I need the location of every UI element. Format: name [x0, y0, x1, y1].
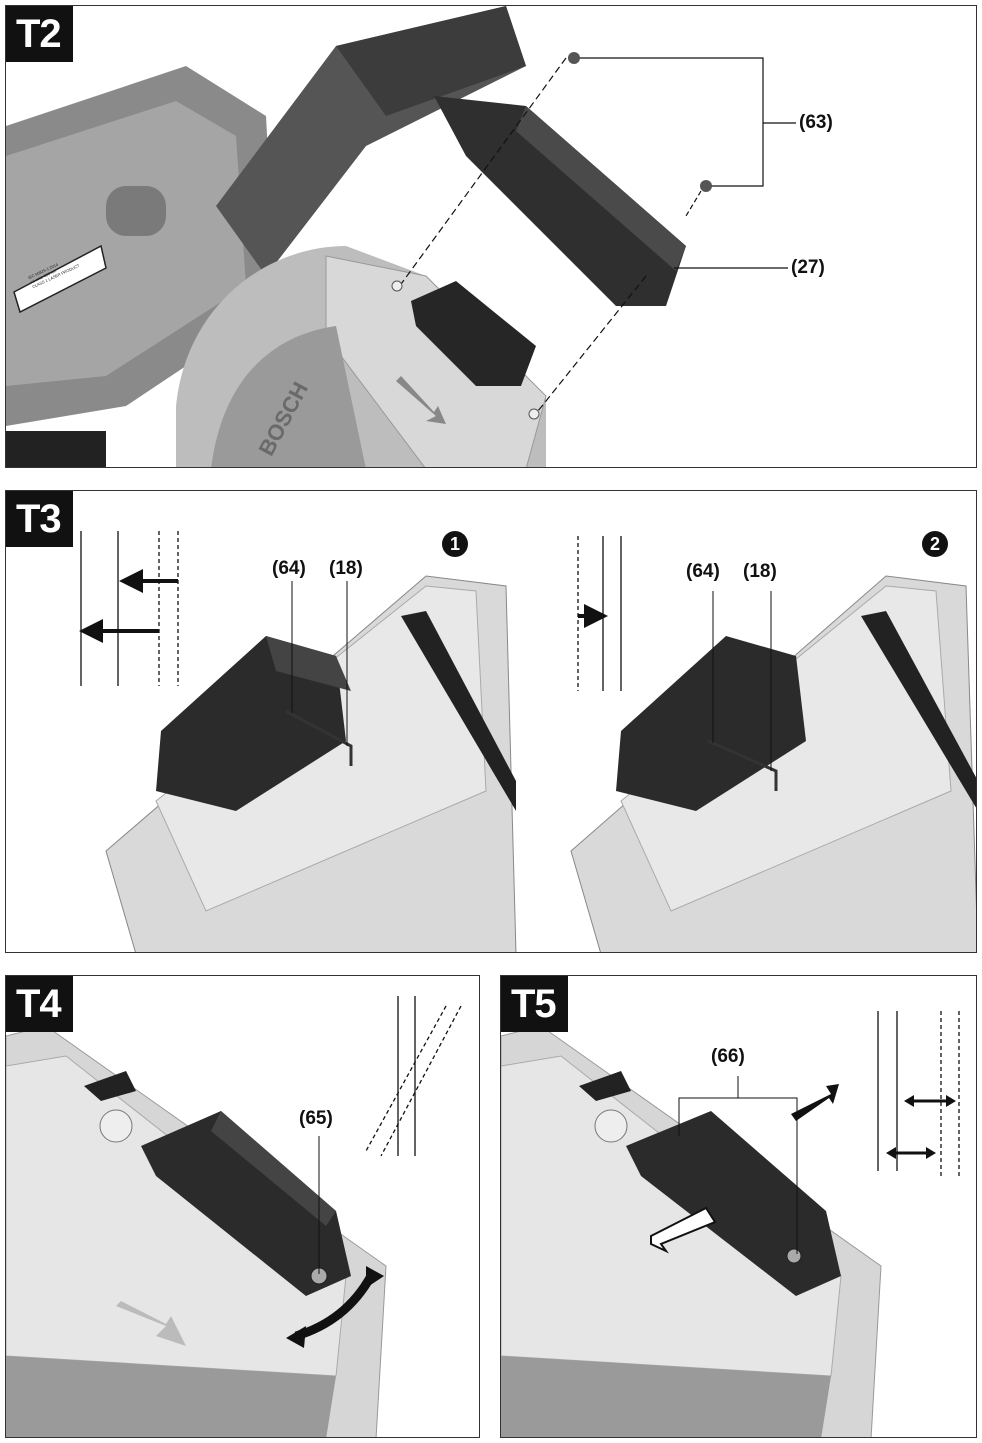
- panel-label: T2: [6, 6, 73, 62]
- callout-65: (65): [299, 1108, 333, 1129]
- step-badge-1: 1: [442, 531, 468, 557]
- illustration-laser-lateral-adjust: [501, 1011, 960, 1437]
- callout-64: (64): [272, 558, 306, 579]
- panel-t4: T4 (65): [5, 975, 480, 1438]
- callout-18: (18): [329, 558, 363, 579]
- panel-t2: IEC 60825-1:2014 <1 mW, 650 nm CLASS 1 L…: [5, 5, 977, 468]
- panel-label: T4: [6, 976, 73, 1032]
- callout-64: (64): [686, 561, 720, 582]
- step-badge-2: 2: [922, 531, 948, 557]
- callout-27: (27): [791, 257, 825, 278]
- illustration-laser-rotation: [6, 996, 462, 1437]
- illustration-laser-alignment: [79, 531, 976, 952]
- callout-66: (66): [711, 1046, 745, 1067]
- panel-label: T5: [501, 976, 568, 1032]
- panel-t3: T3 1 2 (64) (18) (64) (18): [5, 490, 977, 953]
- callout-18: (18): [743, 561, 777, 582]
- panel-label: T3: [6, 491, 73, 547]
- panel-t5: T5 (66): [500, 975, 977, 1438]
- callout-63: (63): [799, 112, 833, 133]
- illustration-handle-removal: [6, 6, 796, 467]
